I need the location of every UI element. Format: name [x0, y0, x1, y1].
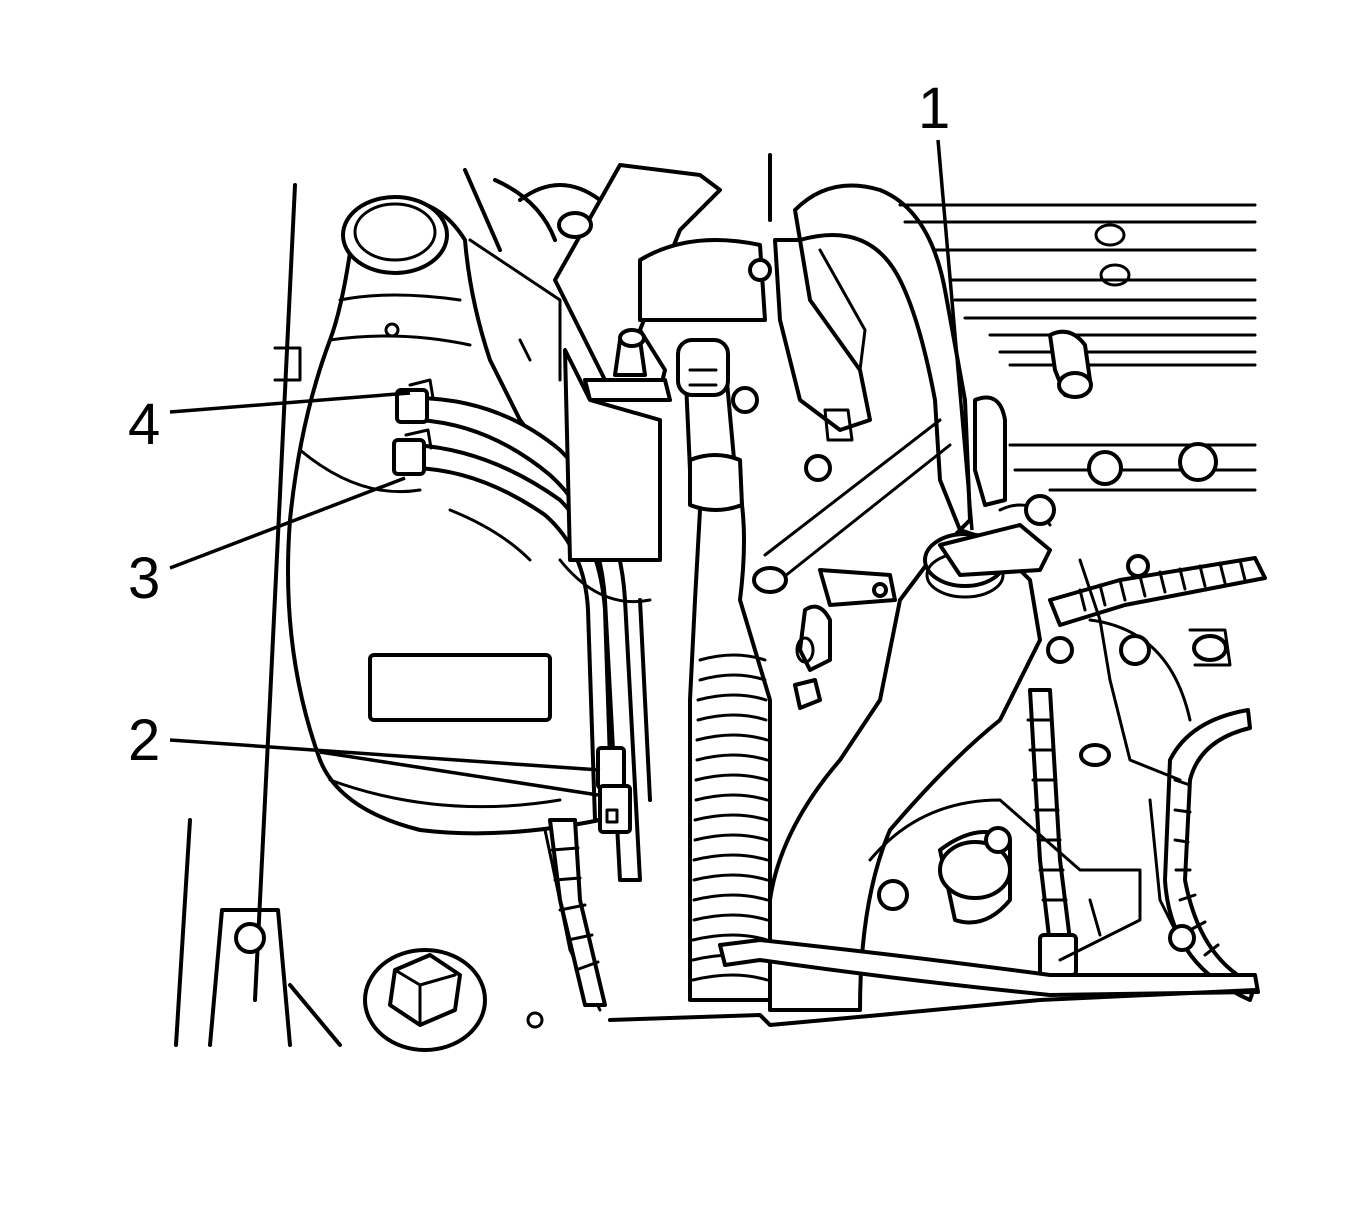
callout-4: 4: [128, 392, 160, 457]
leader-2: [169, 738, 601, 772]
upper-radiator-hose: [768, 183, 1056, 1012]
leader-3: [169, 476, 406, 570]
engine-lower-right: [868, 554, 1232, 962]
engine-cover: [898, 203, 1257, 492]
center-assembly: [463, 153, 772, 802]
left-frame: [174, 183, 342, 1047]
callout-leaders: [169, 139, 974, 797]
leader-2b: [319, 750, 599, 797]
coolant-reservoir: [286, 195, 612, 836]
connector-item-2: [596, 746, 632, 834]
bottom-rod: [526, 818, 1260, 1029]
callout-1: 1: [918, 76, 950, 141]
callout-3: 3: [128, 546, 160, 611]
callout-2: 2: [128, 708, 160, 773]
callout-labels: 1 2 3 4: [128, 76, 950, 773]
leader-4: [169, 391, 411, 414]
leader-1: [936, 139, 974, 531]
bottom-left-cap: [363, 948, 487, 1052]
center-right-brackets: [752, 238, 952, 710]
wiring-harness-right: [1026, 556, 1267, 1002]
corrugated-hose-center: [676, 338, 772, 1002]
